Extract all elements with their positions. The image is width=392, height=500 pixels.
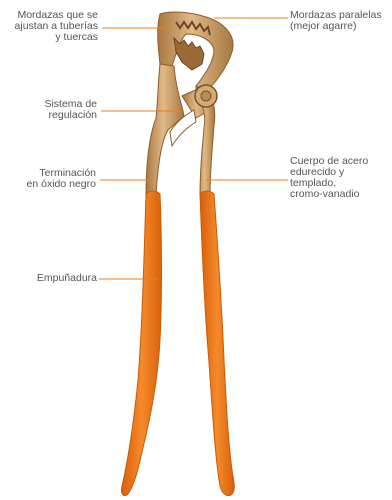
label-parallel-jaws: Mordazas paralelas (mejor agarre) [290,10,382,32]
right-handle [200,191,234,496]
label-adjust-system: Sistema de regulación [44,99,97,121]
label-steel-body: Cuerpo de acero edurecido y templado, cr… [290,156,368,200]
label-line: regulación [44,110,97,121]
label-line: Empuñadura [37,273,97,284]
label-line: y tuercas [15,32,98,43]
pivot-bolt [201,91,211,101]
lower-jaw [174,38,204,70]
label-line: en óxido negro [27,179,96,190]
label-line: cromo-vanadio [290,189,368,200]
label-grip: Empuñadura [37,273,97,284]
label-jaws-pipe: Mordazas que se ajustan a tuberías y tue… [15,10,98,43]
left-handle [121,191,161,496]
label-line: (mejor agarre) [290,21,382,32]
label-finish: Terminación en óxido negro [27,168,96,190]
